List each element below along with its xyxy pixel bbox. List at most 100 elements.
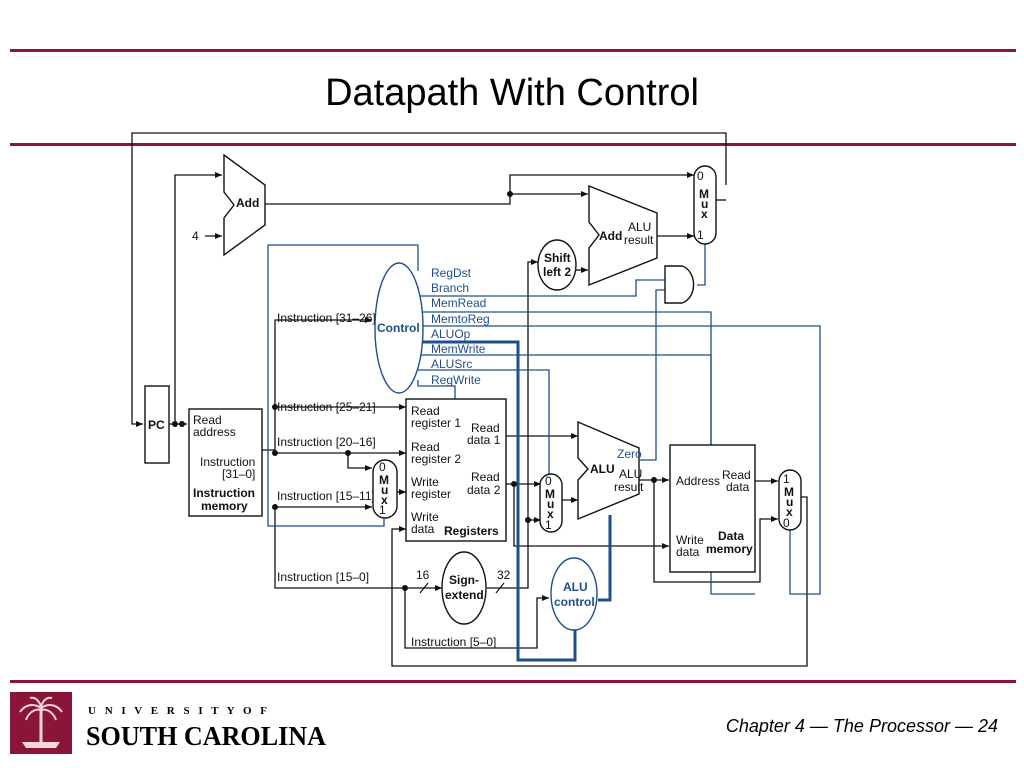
svg-text:x: x xyxy=(786,505,793,519)
control-signal-labels: RegDst Branch MemRead MemtoReg ALUOp Mem… xyxy=(431,266,490,387)
branch-and-gate xyxy=(664,265,695,304)
signal-memtoreg: MemtoReg xyxy=(431,312,490,326)
palmetto-seal-icon xyxy=(10,692,72,754)
svg-text:u: u xyxy=(381,483,388,497)
branch-adder: Add ALU result xyxy=(588,184,658,287)
pc-register: PC xyxy=(144,385,170,464)
imem-range: [31–0] xyxy=(222,467,255,481)
svg-text:M: M xyxy=(545,487,555,501)
signal-aluop: ALUOp xyxy=(431,327,471,341)
svg-text:extend: extend xyxy=(445,588,484,602)
svg-text:Zero: Zero xyxy=(617,447,642,461)
svg-text:x: x xyxy=(381,493,388,507)
logo-line1: U N I V E R S I T Y O F xyxy=(88,705,270,717)
const-four: 4 xyxy=(192,229,199,243)
reg-rr1a: Read xyxy=(411,404,440,418)
svg-text:ALU: ALU xyxy=(628,220,651,234)
field-31-26: Instruction [31–26] xyxy=(277,311,376,325)
svg-text:0: 0 xyxy=(379,460,386,474)
field-15-0: Instruction [15–0] xyxy=(277,570,369,584)
field-20-16: Instruction [20–16] xyxy=(277,435,376,449)
svg-text:M: M xyxy=(699,187,709,201)
reg-wdb: data xyxy=(411,522,435,536)
footer-chapter-label: Chapter 4 — The Processor — 24 xyxy=(725,716,998,736)
imem-instruction: Instruction xyxy=(200,455,255,469)
slide-title: Datapath With Control xyxy=(325,72,699,114)
svg-text:0: 0 xyxy=(783,516,790,530)
svg-text:0: 0 xyxy=(545,474,552,488)
sign-in-width: 16 xyxy=(416,568,430,582)
pc-label: PC xyxy=(148,418,165,432)
svg-text:Write: Write xyxy=(676,533,704,547)
svg-text:Shift: Shift xyxy=(544,251,571,265)
logo-line2: SOUTH CAROLINA xyxy=(86,721,326,751)
sign-out-width: 32 xyxy=(497,568,511,582)
svg-text:u: u xyxy=(701,197,708,211)
svg-text:Read: Read xyxy=(722,468,751,482)
control-label: Control xyxy=(377,321,420,335)
bus-slash-16 xyxy=(419,582,429,594)
svg-text:Sign-: Sign- xyxy=(449,573,479,587)
reg-rr2a: Read xyxy=(411,440,440,454)
svg-text:result: result xyxy=(624,233,654,247)
svg-text:x: x xyxy=(547,507,554,521)
field-15-11: Instruction [15–11] xyxy=(277,489,375,503)
svg-text:x: x xyxy=(701,207,708,221)
main-alu: ALU Zero ALU result xyxy=(577,420,644,521)
svg-text:1: 1 xyxy=(545,518,552,532)
svg-text:M: M xyxy=(379,473,389,487)
signal-memwrite: MemWrite xyxy=(431,342,486,356)
svg-text:M: M xyxy=(784,485,794,499)
datapath-wires xyxy=(131,132,808,667)
imem-name2: memory xyxy=(201,499,248,513)
reg-wra: Write xyxy=(411,475,439,489)
svg-text:ALU: ALU xyxy=(590,462,615,476)
university-logo: U N I V E R S I T Y O F SOUTH CAROLINA xyxy=(10,692,326,754)
data-memory: Address Read data Write data Data memory xyxy=(669,444,756,573)
reg-name: Registers xyxy=(444,524,499,538)
signal-branch: Branch xyxy=(431,281,469,295)
signal-memread: MemRead xyxy=(431,296,486,310)
signal-regwrite: RegWrite xyxy=(431,373,481,387)
top-rule xyxy=(10,49,1016,52)
svg-text:1: 1 xyxy=(697,228,704,242)
svg-text:result: result xyxy=(614,480,644,494)
regdst-mux: 0 M u x 1 xyxy=(372,459,398,519)
imem-name1: Instruction xyxy=(193,486,255,500)
svg-text:data: data xyxy=(726,480,750,494)
footer-rule xyxy=(10,680,1016,683)
bus-slash-32 xyxy=(495,582,505,594)
field-25-21: Instruction [25–21] xyxy=(277,400,376,414)
svg-text:1: 1 xyxy=(379,503,386,517)
svg-text:control: control xyxy=(554,595,595,609)
control-unit: Control xyxy=(374,262,424,394)
reg-wda: Write xyxy=(411,510,439,524)
field-5-0: Instruction [5–0] xyxy=(411,635,496,649)
alu-control: ALU control xyxy=(550,557,598,631)
svg-text:u: u xyxy=(786,495,793,509)
reg-rr2b: register 2 xyxy=(411,452,461,466)
svg-text:ALU: ALU xyxy=(619,467,642,481)
title-rule xyxy=(10,143,1016,146)
reg-rd1a: Read xyxy=(471,421,500,435)
register-file: Read register 1 Read register 2 Write re… xyxy=(405,398,507,542)
alu-control-wire xyxy=(598,515,612,602)
signal-alusrc: ALUSrc xyxy=(431,357,472,371)
memtoreg-mux: 1 M u x 0 xyxy=(778,469,802,531)
svg-text:1: 1 xyxy=(783,472,790,486)
imem-read: Read xyxy=(193,413,222,427)
junction-dots xyxy=(172,191,657,591)
instruction-memory: Read address Instruction [31–0] Instruct… xyxy=(188,408,263,517)
signal-regdst: RegDst xyxy=(431,266,472,280)
pc-adder-label: Add xyxy=(236,196,259,210)
sign-extend: Sign- extend xyxy=(441,551,487,625)
imem-address: address xyxy=(193,425,236,439)
svg-text:left 2: left 2 xyxy=(543,265,571,279)
reg-rd1b: data 1 xyxy=(467,433,501,447)
svg-text:u: u xyxy=(547,497,554,511)
pc-adder: Add xyxy=(223,153,266,257)
svg-text:ALU: ALU xyxy=(563,580,588,594)
alusrc-mux: 0 M u x 1 xyxy=(539,473,563,533)
pcsrc-mux: 0 M u x 1 xyxy=(693,165,717,245)
